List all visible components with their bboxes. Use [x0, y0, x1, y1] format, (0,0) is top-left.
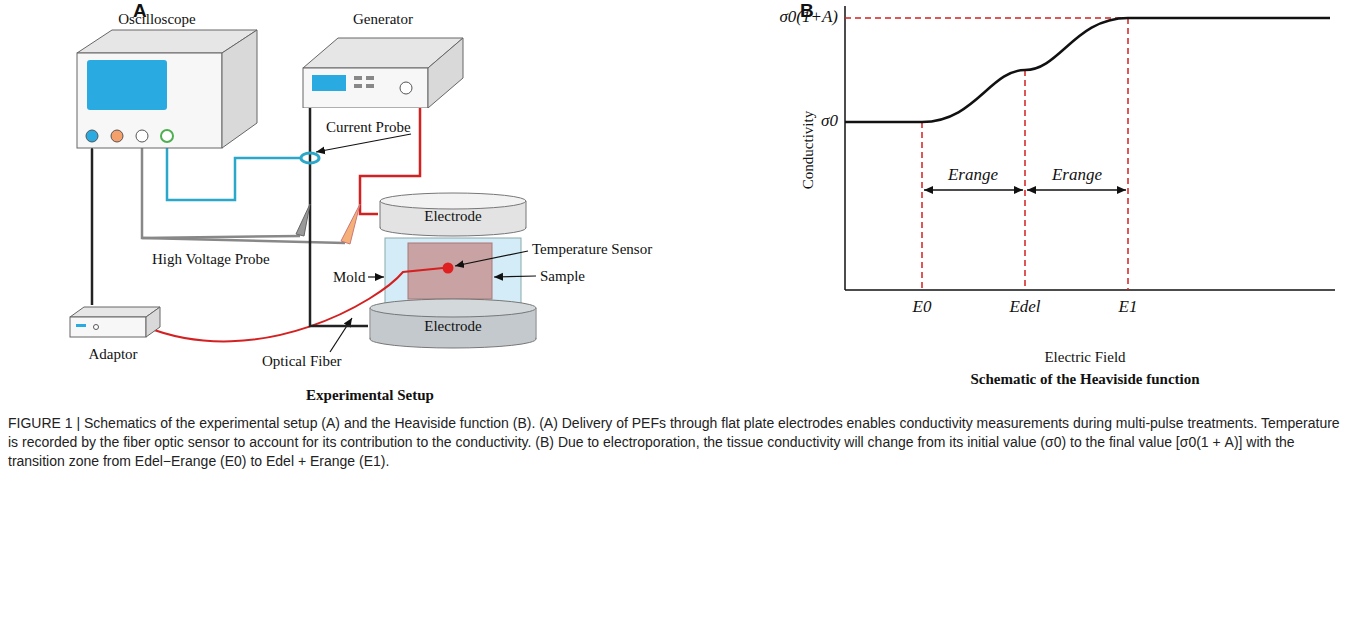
tick-label: Edel [1009, 298, 1040, 316]
adaptor: Adaptor [68, 305, 168, 370]
part-label: Sample [540, 267, 585, 285]
conductivity-curve [845, 18, 1330, 122]
hv-probe-orange [341, 204, 360, 244]
generator: Generator [298, 8, 468, 108]
part-label: Temperature Sensor [532, 240, 652, 258]
top-electrode: Electrode [378, 192, 528, 238]
axis-title: Electric Field [1044, 348, 1125, 366]
node-label: Electrode [424, 317, 481, 335]
temperature-sensor [443, 263, 454, 274]
range-arrow [924, 189, 1023, 190]
tick-label: E0 [913, 298, 932, 316]
hv-probe-wire [142, 238, 345, 243]
node-label: Electrode [424, 207, 481, 225]
x-axis [845, 289, 1335, 291]
wire [91, 149, 94, 305]
leader-line [494, 276, 536, 277]
axis-value: σ0 [821, 112, 838, 130]
node-label: Generator [353, 10, 413, 28]
leader-line [455, 251, 528, 266]
bottom-electrode: Electrode [368, 298, 538, 350]
axis-title: Conductivity [799, 111, 817, 189]
guide-lines [845, 18, 1128, 290]
range-label: Erange [948, 166, 998, 184]
hv-probe-grey [296, 204, 310, 236]
panel-title: Experimental Setup [306, 386, 434, 404]
panel-letter: A [133, 2, 147, 20]
leader-line [330, 318, 352, 352]
part-label: High Voltage Probe [152, 250, 270, 268]
oscilloscope-shape [72, 8, 262, 149]
leader-line [316, 134, 411, 152]
current-probe-wire [167, 142, 302, 200]
node-label: Adaptor [88, 345, 137, 363]
range-label: Erange [1052, 166, 1102, 184]
leader-line [368, 276, 384, 277]
current-probe [301, 153, 319, 163]
part-label: Current Probe [326, 118, 411, 136]
axis-value: σ0(1+A) [779, 8, 838, 26]
panel-title: Schematic of the Heaviside function [970, 370, 1199, 388]
oscilloscope: Oscilloscope [72, 8, 262, 149]
y-axis [844, 6, 846, 290]
part-label: Optical Fiber [262, 352, 342, 370]
tick-label: E1 [1119, 298, 1138, 316]
range-arrow [1027, 189, 1126, 190]
part-label: Mold [333, 268, 366, 286]
node-label: Oscilloscope [118, 10, 195, 28]
wire [310, 108, 368, 326]
figure-caption: FIGURE 1 | Schematics of the experimenta… [8, 414, 1348, 471]
hv-probe-wire [142, 142, 300, 238]
